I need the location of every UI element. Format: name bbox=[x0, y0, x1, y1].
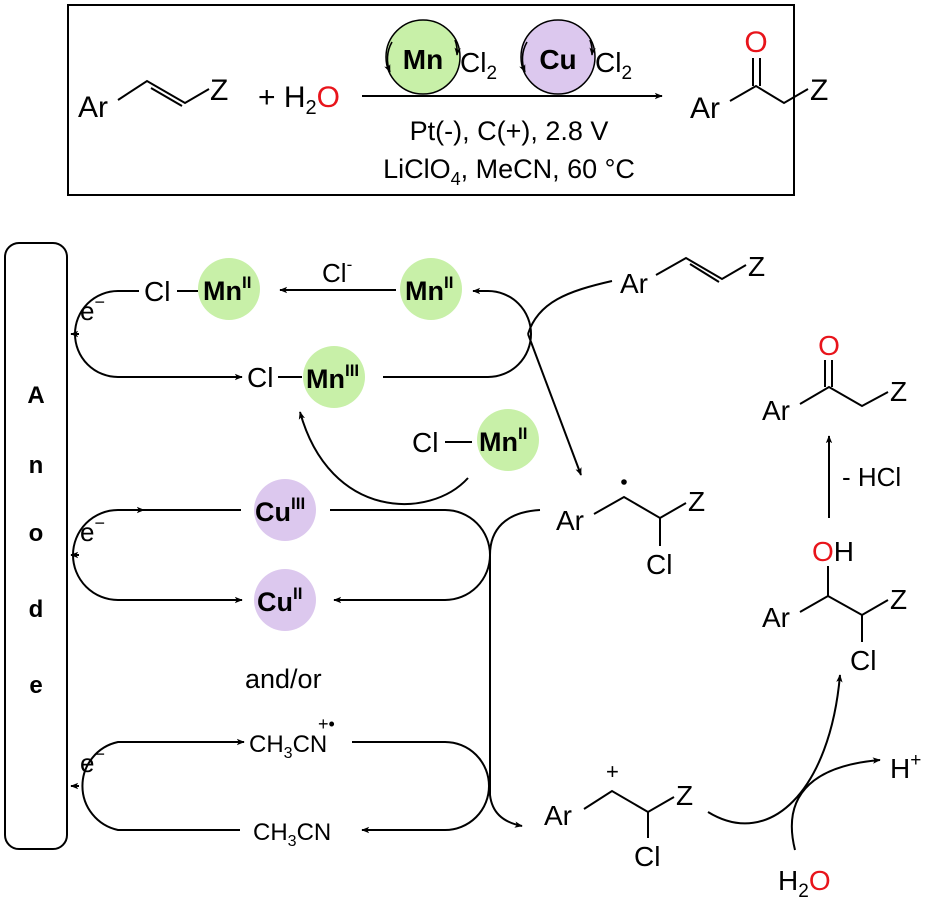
top-product-ar: Ar bbox=[690, 92, 720, 125]
anode-letter-e: e bbox=[29, 672, 42, 699]
cation-ar: Ar bbox=[544, 800, 572, 831]
mn-catalyst-label: Mn bbox=[403, 44, 443, 75]
alcohol-z: Z bbox=[890, 584, 907, 615]
cu-reduction-loop bbox=[330, 509, 491, 604]
cl-mn2b-circle bbox=[477, 409, 539, 471]
anode-letter-d: d bbox=[29, 596, 44, 623]
mechanism-alkene-ar: Ar bbox=[620, 268, 648, 299]
chloride-label: Cl- bbox=[322, 255, 352, 288]
cu-cl2-label: Cl2 bbox=[595, 47, 632, 84]
mn-cycle-arrow-right bbox=[454, 39, 461, 56]
mn-catalyst-circle bbox=[385, 19, 461, 95]
top-product-z: Z bbox=[810, 74, 828, 107]
alkene-attack-curve bbox=[527, 280, 613, 335]
final-ketone-ar: Ar bbox=[762, 395, 790, 426]
cu-cycle-arrow-right bbox=[589, 39, 596, 56]
cl-mn2-cl: Cl bbox=[144, 276, 170, 307]
top-reaction-box bbox=[67, 4, 795, 196]
conditions-line-1: Pt(-), C(+), 2.8 V bbox=[410, 116, 609, 146]
cu2-circle bbox=[254, 569, 316, 631]
cl-mn3-label: MnIII bbox=[306, 361, 359, 394]
mecn-radical-charge: +• bbox=[318, 714, 335, 734]
mecn-reduction-loop bbox=[352, 741, 490, 834]
cu-catalyst-label: Cu bbox=[539, 44, 576, 75]
top-reactant-z: Z bbox=[210, 74, 228, 107]
top-water: + H2O bbox=[258, 81, 340, 119]
alcohol-oh: OH bbox=[812, 536, 854, 567]
radical-ar: Ar bbox=[556, 505, 584, 536]
top-product-ketone bbox=[729, 58, 809, 105]
anode-letter-a: A bbox=[27, 382, 44, 409]
mn2-circle bbox=[400, 258, 462, 320]
top-reactant-alkene bbox=[117, 79, 210, 107]
cation-intermediate bbox=[583, 789, 675, 838]
cu3-circle bbox=[254, 479, 316, 541]
and-or-label: and/or bbox=[245, 664, 322, 694]
cation-z: Z bbox=[676, 780, 693, 811]
mn-cycle-arrow-left bbox=[384, 41, 393, 73]
alcohol-cl: Cl bbox=[850, 645, 876, 676]
mecn-oxidation-loop bbox=[81, 741, 244, 831]
cl-mn2b-label: MnII bbox=[479, 424, 527, 457]
alcohol-intermediate bbox=[799, 566, 889, 642]
cation-cl: Cl bbox=[634, 841, 660, 872]
mechanism-alkene-z: Z bbox=[748, 251, 765, 282]
mechanism-alkene bbox=[655, 256, 747, 283]
cl-mn2-label: MnII bbox=[203, 273, 251, 306]
minus-hcl-label: - HCl bbox=[842, 462, 901, 492]
mn2-label: MnII bbox=[405, 273, 453, 306]
conditions-line-2: LiClO4, MeCN, 60 °C bbox=[383, 154, 635, 189]
mn-electron-label: e− bbox=[80, 292, 105, 326]
radical-formation-arrow bbox=[527, 333, 582, 476]
cu3-label: CuIII bbox=[255, 494, 305, 527]
alcohol-ar: Ar bbox=[762, 602, 790, 633]
cl-mn3-circle bbox=[303, 346, 365, 408]
anode-letter-n: n bbox=[29, 452, 44, 479]
cation-plus: + bbox=[606, 759, 619, 784]
cu-cycle-arrow-left bbox=[519, 41, 528, 73]
cl-mn2-circle bbox=[198, 258, 260, 320]
cu2-label: CuII bbox=[257, 584, 302, 617]
anode-electrode bbox=[4, 242, 68, 850]
mecn-radical-cation: CH3CN bbox=[249, 731, 327, 762]
mecn-neutral: CH3CN bbox=[253, 819, 331, 850]
radical-cu-curve bbox=[489, 509, 541, 556]
final-ketone-oxygen: O bbox=[818, 330, 840, 361]
mn-reduction-loop bbox=[383, 287, 532, 378]
cl-mn2b-cl: Cl bbox=[412, 427, 438, 458]
mn-regeneration-arc bbox=[298, 411, 469, 505]
cation-formation-arrow bbox=[489, 555, 523, 828]
hydration-arrow bbox=[707, 674, 843, 825]
anode-letter-o: o bbox=[29, 520, 44, 547]
mecn-electron-label: e− bbox=[80, 744, 105, 778]
mn-cl2-label: Cl2 bbox=[460, 47, 497, 84]
final-ketone-z: Z bbox=[890, 376, 907, 407]
proton-release-arrow bbox=[790, 757, 881, 851]
top-product-oxygen: O bbox=[744, 26, 767, 59]
radical-intermediate bbox=[593, 479, 687, 546]
radical-z: Z bbox=[688, 486, 705, 517]
final-ketone bbox=[799, 360, 889, 408]
top-reactant-ar: Ar bbox=[78, 91, 108, 124]
cu-catalyst-circle bbox=[520, 19, 596, 95]
radical-cl: Cl bbox=[646, 549, 672, 580]
cl-mn3-cl: Cl bbox=[247, 362, 273, 393]
h-plus: H+ bbox=[890, 750, 921, 784]
cu-electron-label: e− bbox=[80, 513, 105, 547]
water-bottom: H2O bbox=[778, 865, 831, 897]
